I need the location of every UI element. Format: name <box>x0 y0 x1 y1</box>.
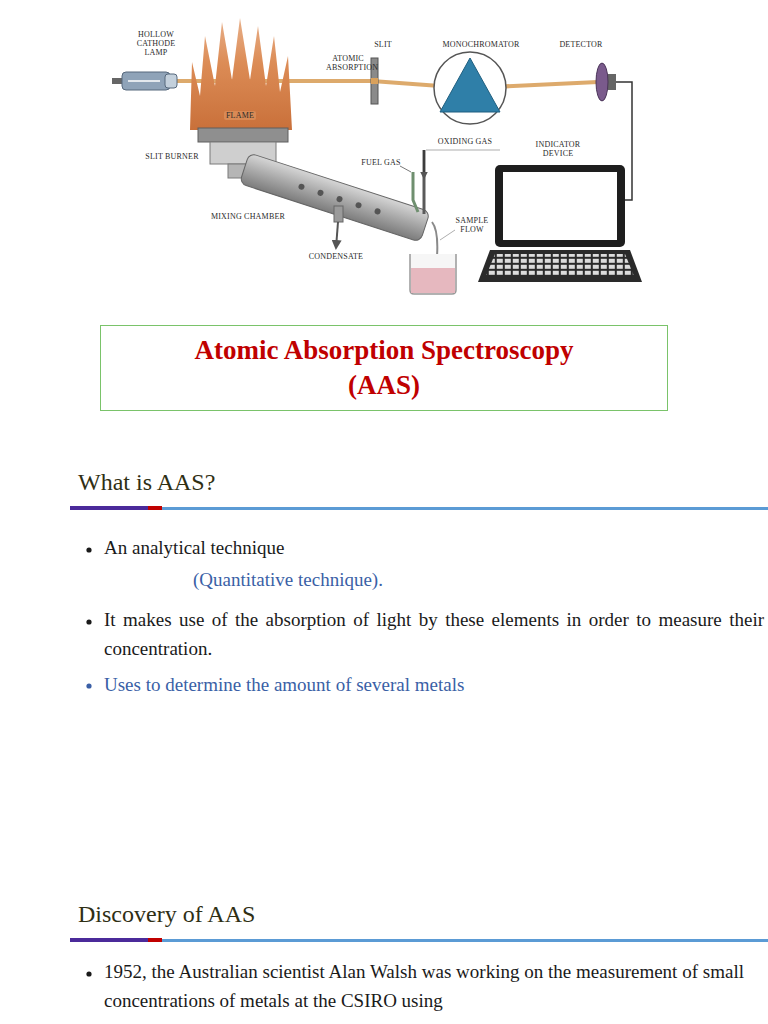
title-text: Atomic Absorption Spectroscopy (AAS) <box>164 333 604 403</box>
bullet-note: (Quantitative technique). <box>193 566 693 595</box>
bullet-text: It makes use of the absorption of light … <box>104 606 764 663</box>
part-label: INDICATOR DEVICE <box>525 140 591 158</box>
bullet-text: An analytical technique <box>104 534 704 563</box>
part-label: FUEL GAS <box>356 158 406 167</box>
section-heading: Discovery of AAS <box>78 900 378 929</box>
part-label: MIXING CHAMBER <box>200 212 296 221</box>
part-label: DETECTOR <box>548 40 614 49</box>
section-heading: What is AAS? <box>78 468 378 497</box>
part-label: FLAME <box>224 111 256 120</box>
bullet-text: Uses to determine the amount of several … <box>104 671 744 700</box>
part-label: SLIT BURNER <box>140 152 204 161</box>
bullet-text: 1952, the Australian scientist Alan Wals… <box>104 958 744 1015</box>
title-box: Atomic Absorption Spectroscopy (AAS) <box>100 325 668 411</box>
part-label: ATOMIC ABSORPTION <box>326 54 370 72</box>
part-label: OXIDING GAS <box>430 137 500 146</box>
part-label: CONDENSATE <box>296 252 376 261</box>
part-label: HOLLOW CATHODE LAMP <box>128 30 184 58</box>
part-label: MONOCHROMATOR <box>436 40 526 49</box>
part-label: SAMPLE FLOW <box>452 216 492 234</box>
part-label: SLIT <box>370 40 396 49</box>
